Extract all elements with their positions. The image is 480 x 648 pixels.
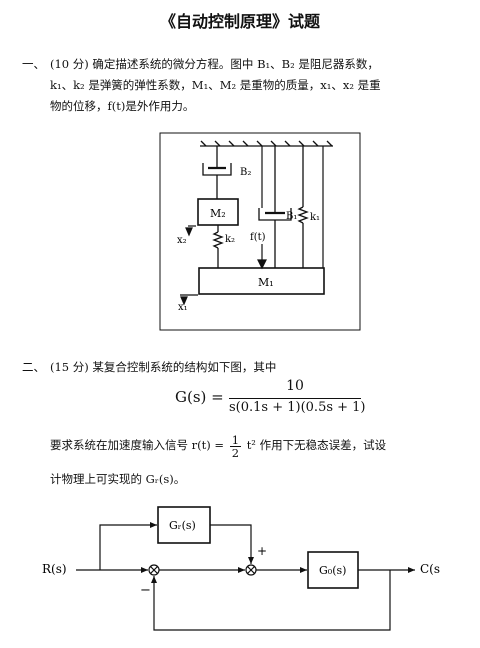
q1-text-3: 物的位移，f(t)是外作用力。: [50, 99, 195, 113]
question-1: 一、 (10 分) 确定描述系统的微分方程。图中 B₁、B₂ 是阻尼器系数， k₁…: [22, 54, 467, 117]
formula-numerator: 10: [286, 378, 304, 394]
formula-denominator: s(0.1s + 1)(0.5s + 1): [229, 400, 366, 415]
half-fraction: 1 2: [229, 432, 242, 460]
b1-label: B₁: [286, 211, 297, 222]
half-denominator: 2: [231, 445, 240, 460]
k2-label: k₂: [225, 234, 235, 245]
g0-label: G₀(s): [319, 564, 346, 577]
m1-label: M₁: [258, 276, 274, 289]
transfer-function: G(s) = 10 s(0.1s + 1)(0.5s + 1): [175, 378, 375, 424]
q1-text-2: k₁、k₂ 是弹簧的弹性系数，M₁、M₂ 是重物的质量，x₁、x₂ 是重: [50, 78, 381, 92]
feedforward-line: [99, 522, 157, 570]
feedback-line: [151, 570, 391, 631]
m2-label: M₂: [210, 207, 226, 220]
plus-sign: +: [257, 544, 267, 558]
q2-requirement-line-1: 要求系统在加速度输入信号 r(t) = 1 2 t² 作用下无稳态误差，试设: [50, 432, 470, 459]
q2-number: 二、: [22, 360, 45, 374]
spring-k2: [212, 225, 224, 268]
half-numerator: 1: [229, 432, 242, 447]
damper-b1: [258, 146, 292, 268]
q2-requirement-line-2: 计物理上可实现的 Gᵣ(s)。: [50, 472, 186, 486]
diagram-frame: [159, 132, 361, 331]
summing-junction-2: [245, 564, 257, 576]
q2-req-text-a: 要求系统在加速度输入信号 r(t) =: [50, 438, 225, 452]
input-label: R(s): [42, 562, 67, 576]
spring-k1: [297, 146, 309, 268]
gr-output-line: [210, 524, 254, 564]
formula-lhs: G(s) =: [175, 388, 224, 406]
output-label: C(s: [420, 562, 440, 576]
x2-label: x₂: [177, 235, 187, 246]
mass-m1: [198, 267, 325, 295]
x1-label: x₁: [178, 302, 188, 313]
summing-junction-1: [148, 564, 160, 576]
force-ft: [257, 146, 267, 270]
damper-b2: [202, 146, 232, 199]
ceiling: [200, 140, 333, 147]
x1-arrow: [180, 294, 198, 306]
x2-arrow: [185, 225, 196, 237]
q1-line-1: 一、 (10 分) 确定描述系统的微分方程。图中 B₁、B₂ 是阻尼器系数，: [22, 54, 467, 75]
q1-text-1: (10 分) 确定描述系统的微分方程。图中 B₁、B₂ 是阻尼器系数，: [50, 57, 379, 71]
question-2: 二、 (15 分) 某复合控制系统的结构如下图，其中: [22, 357, 467, 378]
formula-fraction-line: [229, 398, 361, 399]
q2-req-text-b: t² 作用下无稳态误差，试设: [246, 438, 387, 452]
gr-label: Gᵣ(s): [169, 519, 196, 532]
q2-text-1: (15 分) 某复合控制系统的结构如下图，其中: [50, 360, 277, 374]
k1-label: k₁: [310, 212, 320, 223]
minus-sign: −: [140, 583, 151, 598]
b2-label: B₂: [240, 167, 251, 178]
q1-number: 一、: [22, 57, 45, 71]
ft-label: f(t): [250, 232, 266, 243]
exam-title: 《自动控制原理》试题: [159, 12, 320, 31]
